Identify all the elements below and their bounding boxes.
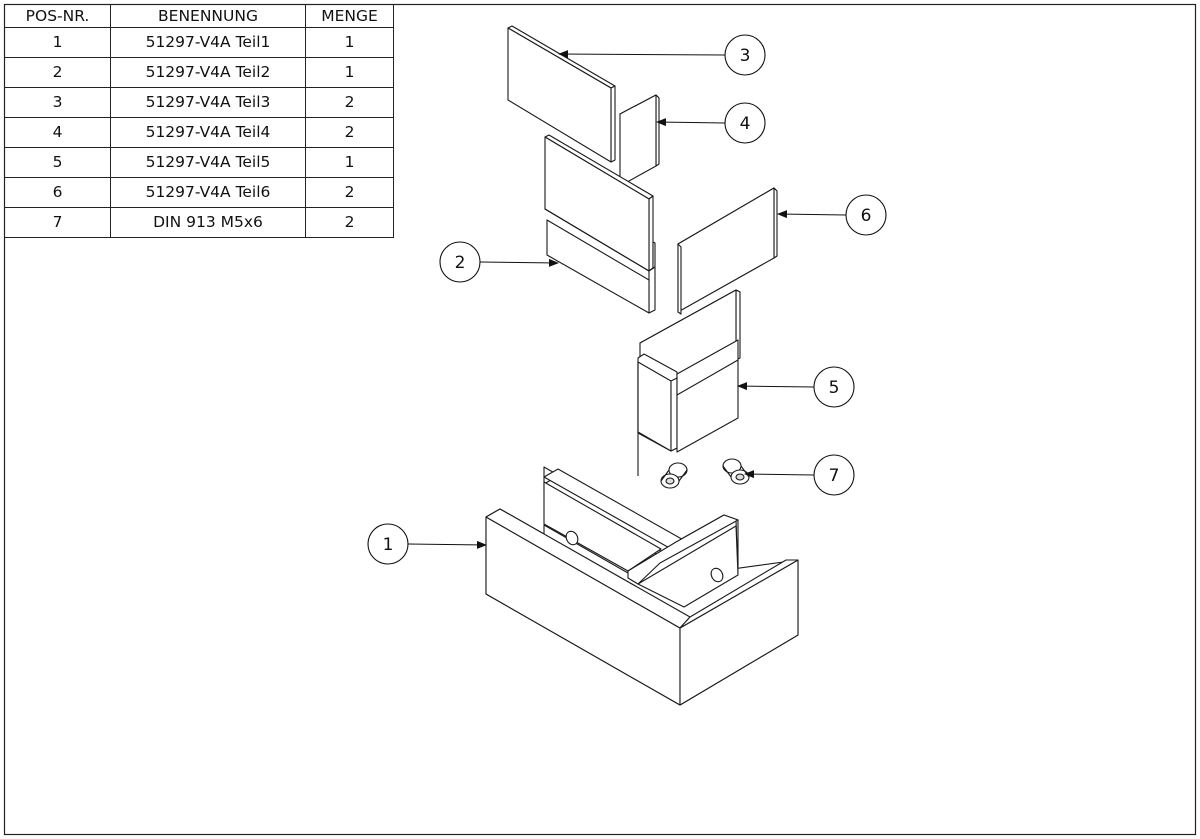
part-2-plate bbox=[544, 134, 656, 314]
balloon-1-label: 1 bbox=[383, 535, 394, 555]
part-5-bracket bbox=[637, 289, 741, 476]
cell-quantity: 1 bbox=[305, 27, 394, 58]
table-row: 1 51297-V4A Teil1 1 bbox=[4, 27, 394, 58]
balloon-5 bbox=[813, 366, 855, 408]
balloon-1 bbox=[367, 523, 409, 565]
cell-position: 7 bbox=[4, 207, 111, 238]
balloon-3-label: 3 bbox=[740, 46, 751, 66]
column-header-position: POS-NR. bbox=[4, 4, 111, 28]
cell-quantity: 2 bbox=[305, 207, 394, 238]
table-row: 5 51297-V4A Teil5 1 bbox=[4, 147, 394, 178]
column-header-name: BENENNUNG bbox=[110, 4, 306, 28]
part-4-plate bbox=[619, 94, 660, 187]
balloon-5-label: 5 bbox=[829, 378, 840, 398]
parts-list-header-row: POS-NR. BENENNUNG MENGE bbox=[4, 4, 394, 28]
cell-name: 51297-V4A Teil1 bbox=[110, 27, 306, 58]
cell-position: 6 bbox=[4, 177, 111, 208]
parts-list-table: POS-NR. BENENNUNG MENGE 1 51297-V4A Teil… bbox=[4, 4, 394, 238]
balloon-7-label: 7 bbox=[829, 466, 840, 486]
part-7-screws bbox=[660, 458, 750, 489]
cell-quantity: 2 bbox=[305, 177, 394, 208]
cell-quantity: 2 bbox=[305, 87, 394, 118]
balloon-4 bbox=[724, 102, 766, 144]
table-row: 4 51297-V4A Teil4 2 bbox=[4, 117, 394, 148]
drawing-border bbox=[3, 3, 1197, 836]
table-row: 7 DIN 913 M5x6 2 bbox=[4, 207, 394, 238]
part-6-plate bbox=[677, 187, 778, 315]
balloon-2-label: 2 bbox=[455, 253, 466, 273]
table-row: 3 51297-V4A Teil3 2 bbox=[4, 87, 394, 118]
leader-4 bbox=[656, 118, 726, 127]
part-1-base-body bbox=[485, 466, 799, 706]
cell-position: 1 bbox=[4, 27, 111, 58]
balloon-7 bbox=[813, 454, 855, 496]
balloon-2 bbox=[439, 241, 481, 283]
cell-quantity: 2 bbox=[305, 117, 394, 148]
cell-position: 4 bbox=[4, 117, 111, 148]
balloon-6-label: 6 bbox=[861, 206, 872, 226]
cell-quantity: 1 bbox=[305, 147, 394, 178]
cell-position: 5 bbox=[4, 147, 111, 178]
cell-position: 2 bbox=[4, 57, 111, 88]
leader-5 bbox=[737, 382, 815, 391]
cell-quantity: 1 bbox=[305, 57, 394, 88]
balloon-3 bbox=[724, 34, 766, 76]
table-row: 6 51297-V4A Teil6 2 bbox=[4, 177, 394, 208]
balloon-4-label: 4 bbox=[740, 114, 751, 134]
cell-name: 51297-V4A Teil5 bbox=[110, 147, 306, 178]
cell-name: DIN 913 M5x6 bbox=[110, 207, 306, 238]
cell-name: 51297-V4A Teil6 bbox=[110, 177, 306, 208]
table-row: 2 51297-V4A Teil2 1 bbox=[4, 57, 394, 88]
column-header-quantity: MENGE bbox=[305, 4, 394, 28]
cell-name: 51297-V4A Teil2 bbox=[110, 57, 306, 88]
leader-6 bbox=[777, 210, 847, 219]
cell-position: 3 bbox=[4, 87, 111, 118]
cell-name: 51297-V4A Teil3 bbox=[110, 87, 306, 118]
cell-name: 51297-V4A Teil4 bbox=[110, 117, 306, 148]
part-3-plate bbox=[507, 25, 616, 163]
leader-1 bbox=[407, 540, 487, 549]
leader-2 bbox=[479, 258, 559, 267]
leader-3 bbox=[558, 50, 726, 59]
leader-7 bbox=[744, 470, 815, 479]
balloon-6 bbox=[845, 194, 887, 236]
